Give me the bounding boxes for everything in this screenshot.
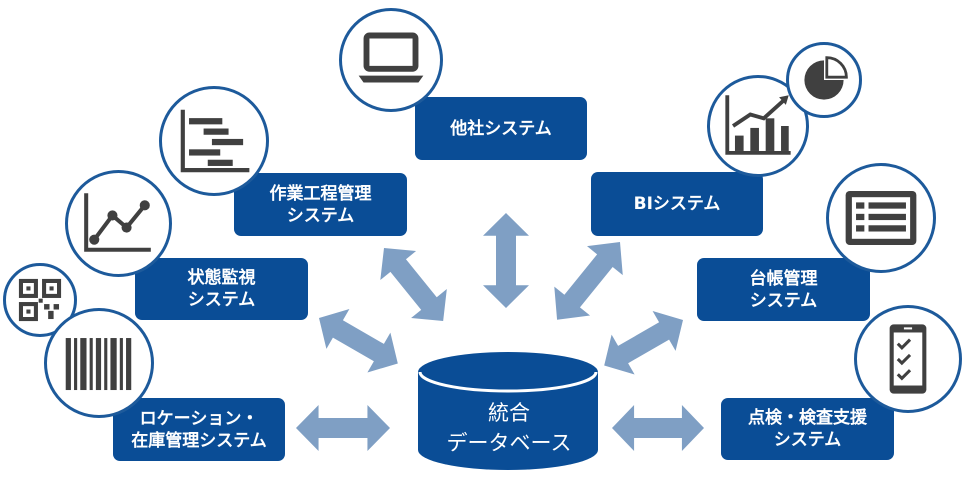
arrow-location (296, 405, 390, 451)
pie-chart-icon (804, 56, 848, 100)
bar-chart-icon (725, 95, 791, 155)
box-other-system-label: 他社システム (450, 118, 552, 139)
qr-code-icon (18, 278, 62, 322)
box-bi-system-label: BIシステム (633, 194, 721, 214)
box-status-monitoring-system: 状態監視 システム (135, 258, 308, 320)
database-cylinder (418, 352, 598, 470)
arrow-other (483, 213, 529, 308)
box-ledger-line1: 台帳管理 (749, 268, 818, 289)
box-inspection-line2: システム (773, 430, 842, 450)
pie-chart-icon-circle (786, 42, 862, 118)
box-bi-system: BIシステム (591, 172, 763, 236)
line-chart-icon (84, 193, 151, 252)
arrow-status (307, 298, 410, 384)
arrow-inspection (612, 405, 704, 451)
arrow-bi (539, 227, 638, 335)
box-other-system: 他社システム (415, 97, 587, 160)
laptop-icon-circle (339, 8, 443, 112)
box-status-line1: 状態監視 (187, 268, 256, 288)
box-status-line2: システム (187, 290, 256, 310)
box-inspection-support-system: 点検・検査支援 システム (721, 398, 894, 460)
checklist-phone-icon-circle (854, 305, 962, 413)
arrow-ledger (592, 300, 695, 386)
box-location-line2: 在庫管理システム (131, 430, 267, 451)
laptop-icon (358, 32, 424, 83)
barcode-icon (65, 338, 132, 391)
line-chart-icon-circle (65, 170, 172, 277)
bar-chart-icon-circle (707, 75, 809, 177)
tablet-list-icon-circle (826, 163, 936, 273)
gantt-chart-icon (180, 109, 250, 173)
box-work-process-line1: 作業工程管理 (269, 183, 372, 204)
box-work-process-system: 作業工程管理 システム (234, 173, 407, 236)
box-ledger-system: 台帳管理 システム (697, 258, 870, 321)
gantt-chart-icon-circle (159, 86, 269, 196)
checklist-phone-icon (889, 324, 927, 394)
database-label-line2: データベース (446, 431, 572, 455)
tablet-list-icon (845, 190, 917, 246)
barcode-icon-circle (44, 308, 154, 418)
box-work-process-line2: システム (286, 205, 355, 226)
arrow-work (366, 233, 462, 336)
box-location-inventory-system: ロケーション・ 在庫管理システム (113, 398, 285, 461)
box-inspection-line1: 点検・検査支援 (748, 408, 867, 428)
box-ledger-line2: システム (749, 290, 818, 311)
database-label: 統合 データベース (424, 398, 594, 458)
box-location-line1: ロケーション・ (139, 408, 259, 429)
database-label-line1: 統合 (488, 401, 530, 425)
